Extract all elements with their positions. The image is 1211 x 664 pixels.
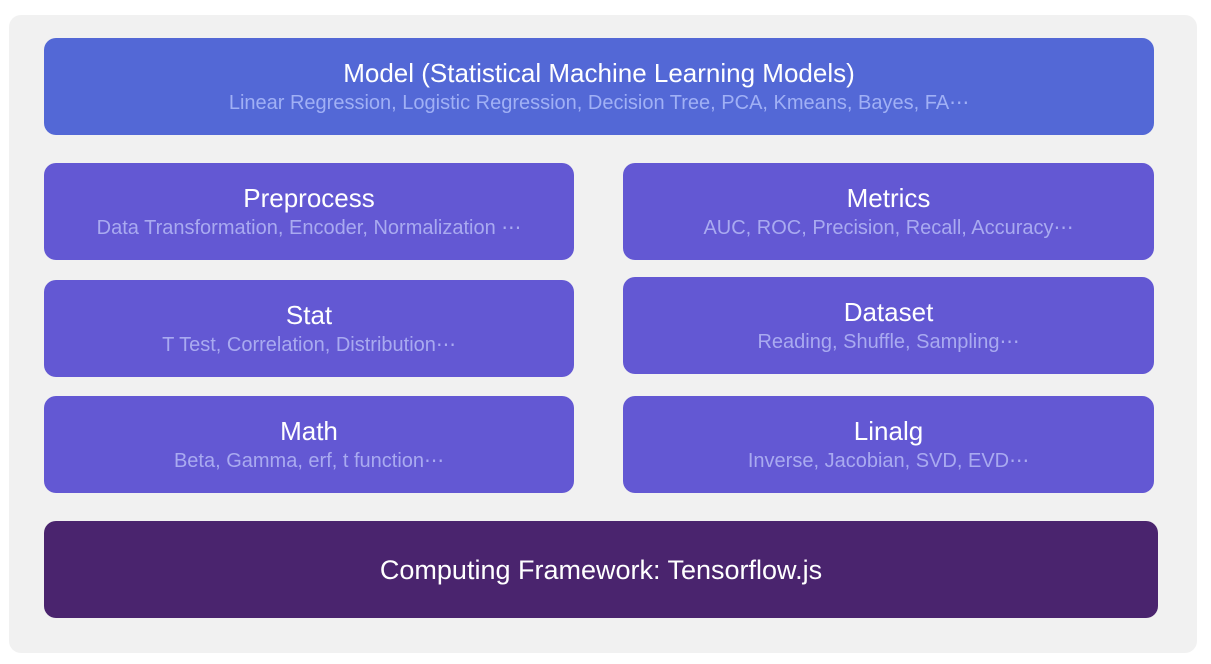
linalg-module-subtitle: Inverse, Jacobian, SVD, EVD⋯ (747, 449, 1030, 472)
math-module-subtitle: Beta, Gamma, erf, t function⋯ (173, 449, 445, 472)
computing-framework-box: Computing Framework: Tensorflow.js (44, 521, 1158, 618)
stat-module-title: Stat (285, 299, 333, 330)
stat-module-subtitle: T Test, Correlation, Distribution⋯ (162, 333, 456, 356)
stat-module-box: Stat T Test, Correlation, Distribution⋯ (44, 280, 574, 377)
model-layer-box: Model (Statistical Machine Learning Mode… (44, 38, 1154, 135)
computing-framework-title: Computing Framework: Tensorflow.js (379, 554, 823, 585)
dataset-module-subtitle: Reading, Shuffle, Sampling⋯ (757, 330, 1020, 353)
preprocess-module-title: Preprocess (243, 182, 375, 213)
linalg-module-title: Linalg (853, 415, 924, 446)
preprocess-module-subtitle: Data Transformation, Encoder, Normalizat… (96, 216, 522, 239)
metrics-module-box: Metrics AUC, ROC, Precision, Recall, Acc… (623, 163, 1154, 260)
model-layer-subtitle: Linear Regression, Logistic Regression, … (228, 91, 970, 114)
dataset-module-box: Dataset Reading, Shuffle, Sampling⋯ (623, 277, 1154, 374)
metrics-module-subtitle: AUC, ROC, Precision, Recall, Accuracy⋯ (703, 216, 1074, 239)
linalg-module-box: Linalg Inverse, Jacobian, SVD, EVD⋯ (623, 396, 1154, 493)
math-module-title: Math (280, 415, 338, 446)
math-module-box: Math Beta, Gamma, erf, t function⋯ (44, 396, 574, 493)
metrics-module-title: Metrics (846, 182, 931, 213)
model-layer-title: Model (Statistical Machine Learning Mode… (343, 57, 855, 88)
preprocess-module-box: Preprocess Data Transformation, Encoder,… (44, 163, 574, 260)
dataset-module-title: Dataset (843, 296, 934, 327)
